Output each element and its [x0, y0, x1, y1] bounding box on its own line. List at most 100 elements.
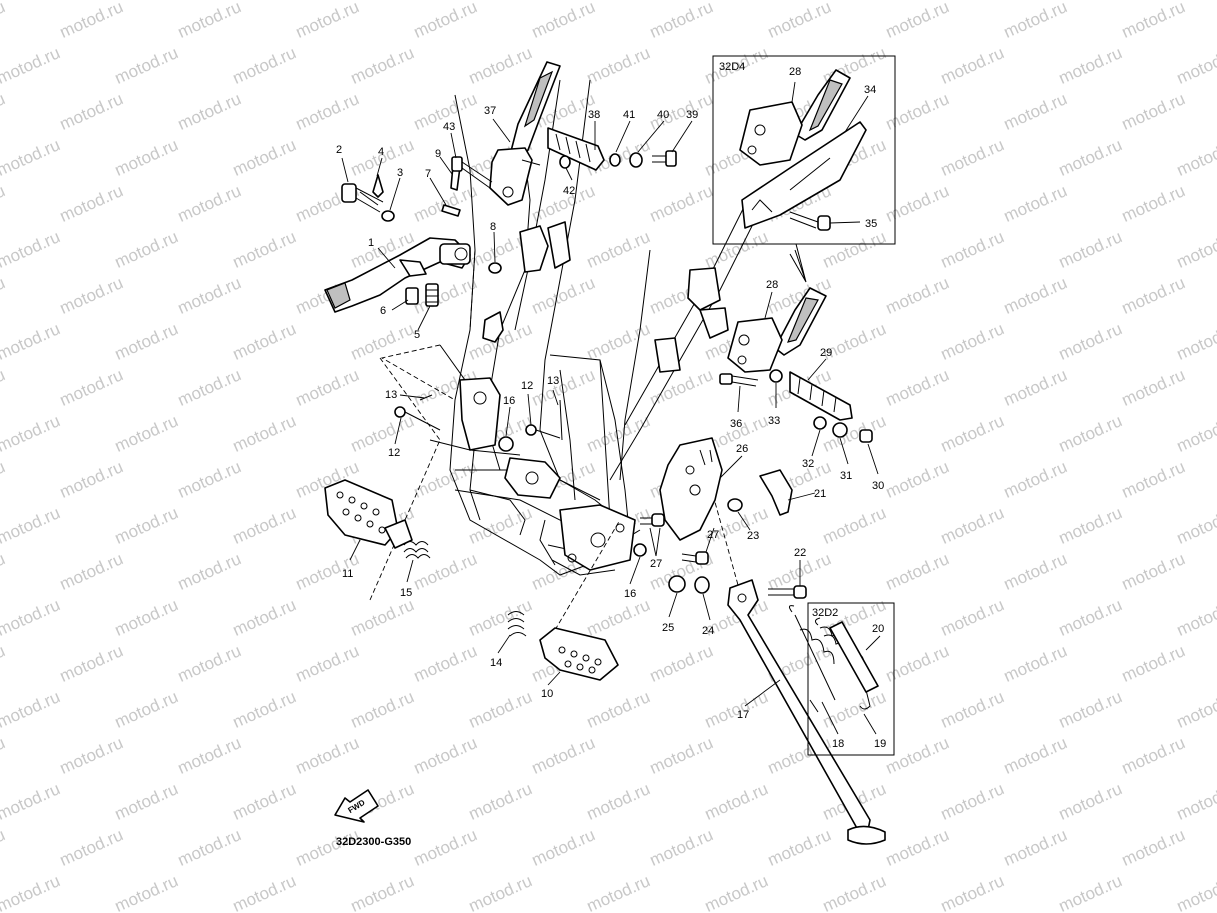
footrest-29 [789, 371, 853, 421]
callout-6: 6 [380, 305, 386, 317]
callout-34: 34 [864, 84, 876, 96]
pin-13-upper [419, 394, 433, 401]
switch-21 [759, 469, 793, 516]
callout-30: 30 [872, 480, 884, 492]
inset-32d4 [712, 55, 896, 245]
washer-3 [381, 210, 395, 222]
callout-21: 21 [814, 488, 826, 500]
callout-4: 4 [378, 146, 384, 158]
washer-42 [559, 155, 571, 169]
spring-5 [425, 283, 439, 307]
inset-label-32d2: 32D2 [812, 607, 838, 619]
sidestand-bracket-26 [659, 437, 723, 541]
callout-numbers: 1 2 3 4 5 6 7 8 9 10 11 12 12 13 13 14 1… [336, 61, 886, 848]
callout-12-right: 12 [521, 380, 533, 392]
callout-36: 36 [730, 418, 742, 430]
reference-lines [369, 249, 739, 631]
washer-24 [694, 576, 710, 594]
bolt-39 [652, 150, 677, 167]
cotter-pin-4 [372, 174, 384, 198]
callout-16-lower: 16 [624, 588, 636, 600]
callout-42: 42 [563, 185, 575, 197]
washer-8 [488, 262, 502, 274]
collar-6 [405, 287, 419, 305]
spring-15 [403, 541, 431, 559]
collar-40 [629, 152, 643, 168]
callout-18: 18 [832, 738, 844, 750]
callout-3: 3 [397, 167, 403, 179]
bolt-35 [789, 211, 831, 231]
bolt-36 [719, 373, 759, 387]
washer-33 [769, 369, 783, 383]
callout-28: 28 [766, 279, 778, 291]
inset-32d4-pointer [789, 243, 807, 283]
callout-37: 37 [484, 105, 496, 117]
callout-17: 17 [737, 709, 749, 721]
callout-15: 15 [400, 587, 412, 599]
nut-23 [727, 498, 743, 512]
bolt-22 [768, 585, 807, 599]
brake-pedal [324, 237, 471, 313]
callout-27-upper: 27 [707, 529, 719, 541]
callout-12-left: 12 [388, 447, 400, 459]
callout-1: 1 [368, 237, 374, 249]
callout-2: 2 [336, 144, 342, 156]
callout-13-right: 13 [547, 375, 559, 387]
callout-28-inset: 28 [789, 66, 801, 78]
inset-32d2 [807, 602, 895, 756]
inset-label-32d4: 32D4 [719, 61, 745, 73]
callout-38: 38 [588, 109, 600, 121]
spring-18-installed [788, 605, 836, 701]
bolt-27-lower [681, 551, 709, 565]
callout-7: 7 [425, 168, 431, 180]
callout-19: 19 [874, 738, 886, 750]
callout-41: 41 [623, 109, 635, 121]
bolt-43 [451, 156, 493, 189]
callout-33: 33 [768, 415, 780, 427]
bolt-30 [859, 429, 873, 443]
footrest-10 [539, 627, 619, 681]
collar-16-lower [633, 543, 647, 557]
callout-23: 23 [747, 530, 759, 542]
collar-16-upper [498, 436, 514, 452]
callout-13-left: 13 [385, 389, 397, 401]
callout-26: 26 [736, 443, 748, 455]
callout-25: 25 [662, 622, 674, 634]
callout-8: 8 [490, 221, 496, 233]
footrest-bracket-37 [489, 61, 561, 206]
callout-5: 5 [414, 329, 420, 341]
leader-lines [341, 81, 881, 735]
callout-35: 35 [865, 218, 877, 230]
bolt-12-left [394, 406, 441, 431]
callout-29: 29 [820, 347, 832, 359]
fwd-arrow: FWD [334, 789, 379, 823]
diagram-code: 32D2300-G350 [336, 836, 411, 848]
footrest-bracket-28 [727, 287, 827, 373]
callout-43: 43 [443, 121, 455, 133]
callout-32: 32 [802, 458, 814, 470]
frame [429, 79, 761, 576]
callout-24: 24 [702, 625, 714, 637]
callout-20: 20 [872, 623, 884, 635]
callout-22: 22 [794, 547, 806, 559]
footrest-38 [547, 127, 605, 171]
washer-41 [609, 153, 621, 167]
bolt-12-right [525, 399, 563, 441]
callout-27-lower: 27 [650, 558, 662, 570]
callout-40: 40 [657, 109, 669, 121]
callout-39: 39 [686, 109, 698, 121]
pedal-shaft-2 [341, 183, 384, 213]
callout-9: 9 [435, 148, 441, 160]
callout-11: 11 [342, 568, 353, 580]
callout-10: 10 [541, 688, 553, 700]
bolt-27-upper [640, 513, 665, 527]
washer-32 [813, 416, 827, 430]
pin-7 [441, 204, 461, 217]
callout-16-upper: 16 [503, 395, 515, 407]
collar-31 [832, 422, 848, 438]
footrest-11 [324, 479, 413, 549]
callout-14: 14 [490, 657, 502, 669]
spring-14 [507, 611, 527, 637]
sidestand-17 [727, 579, 886, 845]
